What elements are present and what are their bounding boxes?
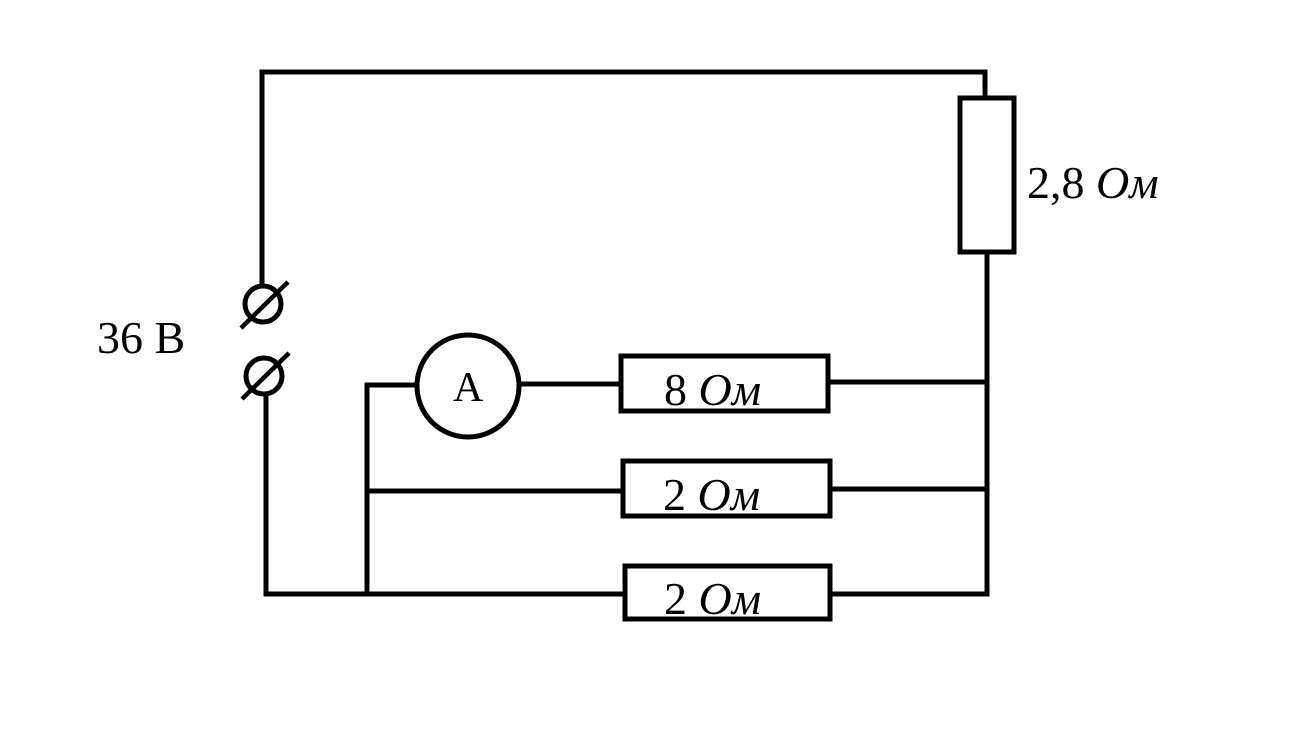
resistor-branch-top	[618, 353, 831, 414]
resistor-branch-middle-value: 2	[663, 469, 686, 520]
resistor-branch-top-value: 8	[664, 364, 687, 415]
resistor-series-label: 2,8 Ом	[1027, 160, 1159, 206]
resistor-branch-bottom-value: 2	[664, 573, 687, 624]
source-voltage-label: 36 В	[97, 312, 186, 363]
terminal-bottom-slash	[240, 351, 291, 401]
wire-left-lower	[263, 392, 628, 597]
ammeter-circle	[414, 332, 522, 440]
resistor-branch-top-label: 8 Ом	[664, 367, 761, 413]
resistor-branch-middle	[620, 458, 833, 519]
resistor-branch-top-unit: Ом	[698, 364, 762, 415]
resistor-branch-bottom-label: 2 Ом	[664, 576, 761, 622]
wire-right-down	[827, 249, 990, 597]
resistor-branch-middle-unit: Ом	[697, 469, 761, 520]
resistor-branch-bottom	[622, 563, 833, 622]
resistor-series	[957, 95, 1017, 255]
wire-inner-bus	[364, 382, 421, 597]
terminal-top-slash	[239, 280, 290, 330]
resistor-branch-bottom-unit: Ом	[698, 573, 762, 624]
resistor-series-value: 2,8	[1027, 157, 1085, 208]
resistor-branch-middle-label: 2 Ом	[663, 472, 760, 518]
wire-top	[259, 69, 988, 101]
resistor-series-unit: Ом	[1096, 157, 1159, 208]
ammeter-symbol: A	[453, 365, 484, 411]
